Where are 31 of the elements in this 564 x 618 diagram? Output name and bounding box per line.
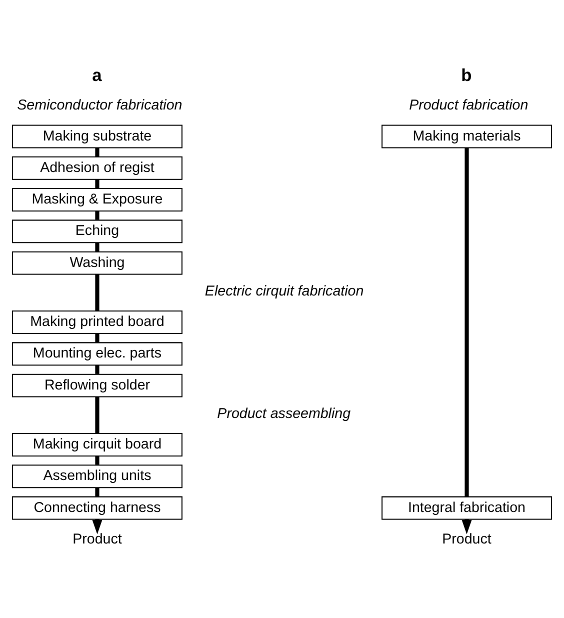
connector <box>95 365 100 374</box>
connector <box>95 334 100 342</box>
node-box: Masking & Exposure <box>12 188 182 212</box>
connector <box>95 148 100 157</box>
label: Semiconductor fabrication <box>17 98 182 114</box>
node-box: Assembling units <box>12 464 182 488</box>
connector <box>95 242 100 252</box>
node-box: Washing <box>12 251 182 275</box>
node-box: Making substrate <box>12 124 182 148</box>
connector <box>95 456 100 465</box>
node-box: Eching <box>12 220 182 244</box>
label: b <box>461 64 472 85</box>
connector <box>95 180 100 188</box>
connector <box>95 274 100 311</box>
connector <box>95 396 100 434</box>
node-box: Adhesion of regist <box>12 156 182 180</box>
label: a <box>92 64 102 85</box>
node-box: Connecting harness <box>12 496 182 520</box>
label: Product asseembling <box>217 406 351 422</box>
connector <box>95 488 100 496</box>
connector <box>95 211 100 220</box>
node-text: Product <box>72 531 122 548</box>
node-text: Product <box>442 531 492 548</box>
node-box: Mounting elec. parts <box>12 342 182 366</box>
node-box: Making printed board <box>12 310 182 334</box>
label: Electric cirquit fabrication <box>204 283 364 300</box>
node-box: Making materials <box>382 124 552 148</box>
label: Product fabrication <box>409 98 528 114</box>
node-box: Making cirquit board <box>12 433 182 456</box>
node-box: Reflowing solder <box>12 374 182 398</box>
node-box: Integral fabrication <box>382 496 552 520</box>
